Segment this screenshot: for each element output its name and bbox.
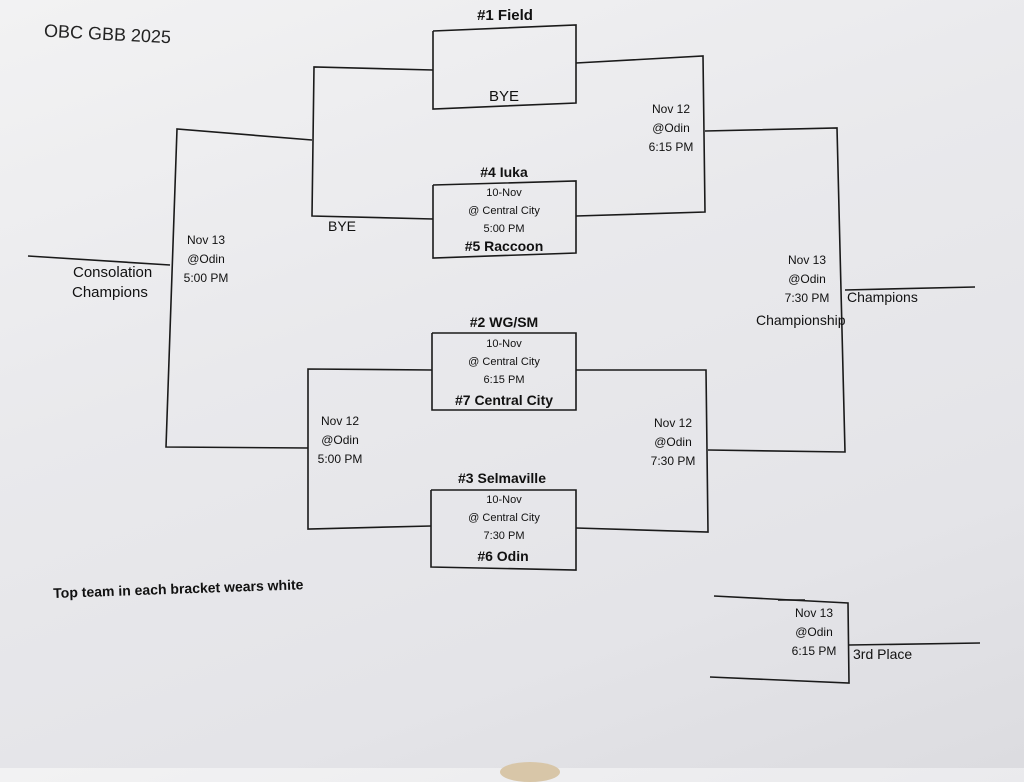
game-time: 5:00 PM xyxy=(317,452,363,466)
game-location: @Odin xyxy=(795,625,833,639)
consolation-final-info: Nov 13 @Odin 5:00 PM xyxy=(184,231,229,288)
game-date: 10-Nov xyxy=(486,494,522,506)
game-time: 7:30 PM xyxy=(483,530,525,542)
game-time: 6:15 PM xyxy=(791,644,837,658)
game-date: Nov 12 xyxy=(651,102,691,116)
consolation-final-bracket xyxy=(165,128,313,449)
consolation-champions-label: Champions xyxy=(72,284,148,301)
team-field: #1 Field xyxy=(477,7,533,24)
game-box-selmaville-odin xyxy=(430,489,577,571)
game-date: 10-Nov xyxy=(486,338,522,350)
bye-label: BYE xyxy=(488,88,520,105)
game-date: Nov 12 xyxy=(653,416,693,430)
team-raccoon: #5 Raccoon xyxy=(464,238,544,254)
consolation-semi-bracket xyxy=(307,368,433,530)
game-box-field-bye xyxy=(432,24,577,110)
game-date: Nov 12 xyxy=(320,414,360,428)
champions-label: Champions xyxy=(847,289,918,305)
team-selmaville: #3 Selmaville xyxy=(458,470,546,486)
team-iuka: #4 Iuka xyxy=(480,164,528,180)
team-odin: #6 Odin xyxy=(477,548,529,564)
game-location: @ Central City xyxy=(468,512,540,524)
game-box-iuka-raccoon xyxy=(432,180,577,259)
game-info-iuka-raccoon: 10-Nov @ Central City 5:00 PM xyxy=(468,184,540,238)
game-time: 5:00 PM xyxy=(483,223,525,235)
third-place-label: 3rd Place xyxy=(853,646,913,662)
team-wgsm: #2 WG/SM xyxy=(469,314,539,330)
championship-label: Championship xyxy=(756,312,846,328)
game-info-selmaville-odin: 10-Nov @ Central City 7:30 PM xyxy=(468,491,540,545)
game-time: 7:30 PM xyxy=(650,454,696,468)
game-time: 7:30 PM xyxy=(784,291,830,305)
game-date: Nov 13 xyxy=(186,233,226,247)
third-place-info: Nov 13 @Odin 6:15 PM xyxy=(792,604,837,661)
game-time: 6:15 PM xyxy=(648,140,694,154)
game-location: @Odin xyxy=(788,272,826,286)
semi-bottom-bracket xyxy=(575,369,709,533)
game-time: 5:00 PM xyxy=(183,271,229,285)
game-date: Nov 13 xyxy=(787,253,827,267)
game-location: @ Central City xyxy=(468,205,540,217)
championship-bracket xyxy=(704,127,846,453)
consolation-top-bracket xyxy=(311,66,434,220)
champions-line xyxy=(844,286,976,291)
game-date: 10-Nov xyxy=(486,187,522,199)
game-info-wgsm-centralcity: 10-Nov @ Central City 6:15 PM xyxy=(468,335,540,389)
game-box-wgsm-centralcity xyxy=(431,332,577,411)
consolation-champions-line xyxy=(27,255,171,266)
consolation-label: Consolation xyxy=(73,264,153,281)
semi-top-bracket xyxy=(575,55,706,217)
game-date: Nov 13 xyxy=(794,606,834,620)
consolation-semi-info: Nov 12 @Odin 5:00 PM xyxy=(318,412,363,469)
championship-info: Nov 13 @Odin 7:30 PM xyxy=(785,251,830,308)
coin-object xyxy=(500,762,560,782)
game-location: @Odin xyxy=(321,433,359,447)
game-time: 6:15 PM xyxy=(483,374,525,386)
semi-bottom-info: Nov 12 @Odin 7:30 PM xyxy=(651,414,696,471)
game-location: @Odin xyxy=(187,252,225,266)
team-central-city: #7 Central City xyxy=(454,392,554,408)
consolation-bye-label: BYE xyxy=(328,218,357,234)
game-location: @Odin xyxy=(652,121,690,135)
semi-top-info: Nov 12 @Odin 6:15 PM xyxy=(649,100,694,157)
game-location: @ Central City xyxy=(468,356,540,368)
game-location: @Odin xyxy=(654,435,692,449)
third-place-line xyxy=(848,642,981,646)
